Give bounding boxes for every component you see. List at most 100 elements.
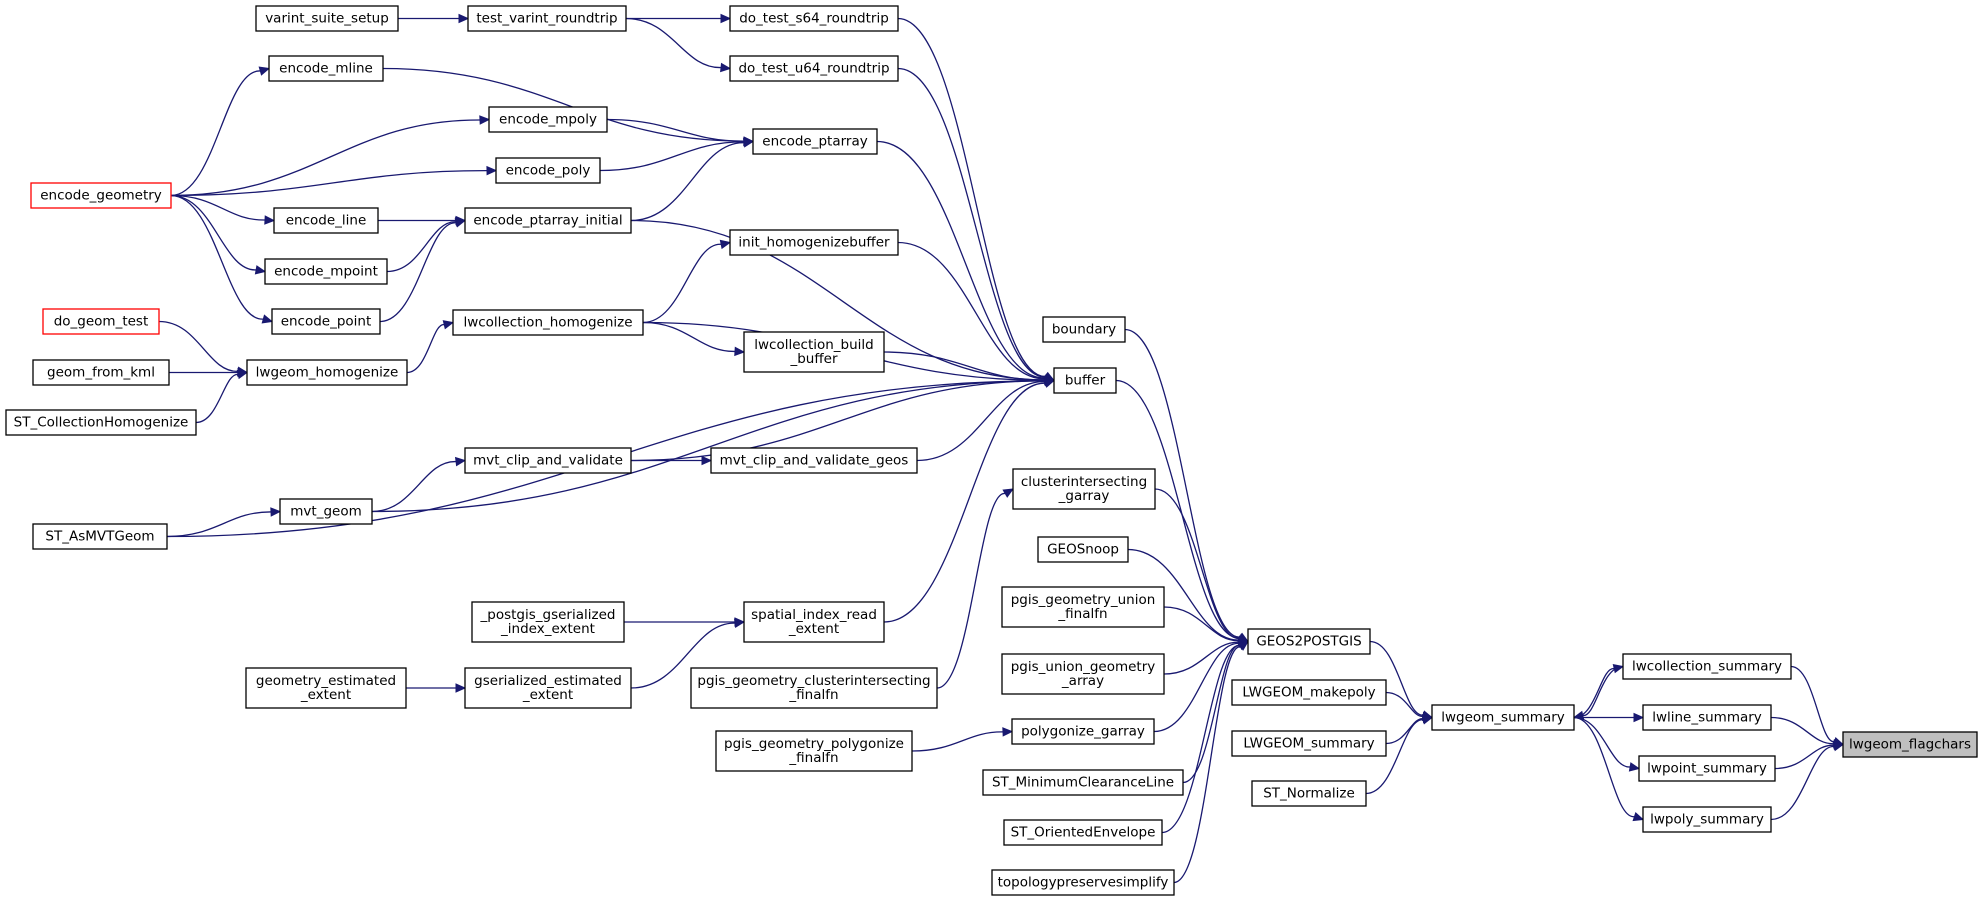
node-box [1247, 628, 1371, 655]
node-lwcollection-build-buffer[interactable]: lwcollection_build_buffer [743, 331, 885, 373]
node-label: init_homogenizebuffer [738, 235, 890, 251]
edge-line [1385, 691, 1424, 718]
node-box [1431, 704, 1575, 731]
edge-line [1790, 665, 1835, 743]
node-mvt-geom[interactable]: mvt_geom [279, 498, 373, 525]
node-label: test_varint_roundtrip [476, 11, 617, 27]
node-test-varint-roundtrip[interactable]: test_varint_roundtrip [467, 5, 627, 32]
edge-do-test-s64-roundtrip-to-buffer [897, 17, 1056, 382]
node-encode-line[interactable]: encode_line [273, 207, 379, 234]
node-encode-ptarray[interactable]: encode_ptarray [752, 128, 878, 155]
arrowhead [258, 66, 271, 76]
node-lwgeom-homogenize[interactable]: lwgeom_homogenize [246, 359, 408, 386]
node-lwgeom-summary[interactable]: LWGEOM_summary [1231, 730, 1387, 757]
node-label: _extent [788, 621, 839, 637]
node-lwgeom-makepoly[interactable]: LWGEOM_makepoly [1231, 679, 1387, 706]
node-label: spatial_index_read [751, 607, 877, 623]
edge-line [630, 380, 1046, 462]
node-pgis-geometry-union-finalfn[interactable]: pgis_geometry_union_finalfn [1001, 586, 1165, 628]
node-encode-mpoly[interactable]: encode_mpoly [488, 106, 608, 133]
node-label: encode_mpoly [499, 112, 597, 128]
node-label: lwgeom_flagchars [1849, 737, 1971, 753]
node-do-test-u64-roundtrip[interactable]: do_test_u64_roundtrip [729, 55, 899, 82]
node--postgis-gserialized-index-extent[interactable]: _postgis_gserialized_index_extent [471, 601, 625, 643]
edge-spatial-index-read-extent-to-buffer [883, 378, 1056, 623]
node-label: _buffer [789, 351, 837, 367]
node-pgis-geometry-clusterintersecting-finalfn[interactable]: pgis_geometry_clusterintersecting_finalf… [690, 667, 938, 709]
node-box [5, 409, 197, 436]
edge-line [386, 221, 457, 273]
node-label: _garray [1058, 488, 1110, 504]
node-pgis-geometry-polygonize-finalfn[interactable]: pgis_geometry_polygonize_finalfn [715, 730, 913, 772]
node-pgis-union-geometry-array[interactable]: pgis_union_geometry_array [1001, 653, 1165, 695]
edge-line [406, 323, 445, 374]
edge-line [1163, 606, 1240, 642]
node-label: _index_extent [500, 621, 595, 637]
node-encode-point[interactable]: encode_point [271, 308, 381, 335]
node-box [690, 667, 938, 709]
node-mvt-clip-and-validate-geos[interactable]: mvt_clip_and_validate_geos [710, 447, 918, 474]
node-label: pgis_geometry_union [1011, 592, 1156, 608]
edge-line [1115, 379, 1240, 639]
node-geosnoop[interactable]: GEOSnoop [1037, 536, 1129, 563]
arrowhead [1002, 727, 1014, 737]
node-clusterintersecting-garray[interactable]: clusterintersecting_garray [1012, 468, 1156, 510]
node-st-asmvtgeom[interactable]: ST_AsMVTGeom [32, 523, 168, 550]
node-lwpoint-summary[interactable]: lwpoint_summary [1638, 755, 1776, 782]
node-gserialized-estimated-extent[interactable]: gserialized_estimated_extent [464, 667, 632, 709]
edge-lwcollection-homogenize-to-init-homogenizebuffer [642, 239, 732, 324]
node-spatial-index-read-extent[interactable]: spatial_index_read_extent [743, 601, 885, 643]
node-encode-poly[interactable]: encode_poly [495, 157, 601, 184]
edge-encode-mpoly-to-encode-ptarray [606, 118, 755, 146]
edge-line [642, 243, 722, 324]
node-box [715, 730, 913, 772]
node-label: _finalfn [788, 750, 838, 766]
node-do-geom-test[interactable]: do_geom_test [42, 308, 160, 335]
node-label: encode_ptarray_initial [473, 213, 622, 229]
node-st-normalize[interactable]: ST_Normalize [1251, 780, 1367, 807]
node-st-minimumclearanceline[interactable]: ST_MinimumClearanceLine [982, 769, 1184, 796]
node-encode-ptarray-initial[interactable]: encode_ptarray_initial [464, 207, 632, 234]
edge-line [630, 142, 745, 222]
node-encode-geometry[interactable]: encode_geometry [30, 182, 172, 209]
node-lwpoly-summary[interactable]: lwpoly_summary [1642, 806, 1772, 833]
node-geom-from-kml[interactable]: geom_from_kml [32, 359, 170, 386]
node-do-test-s64-roundtrip[interactable]: do_test_s64_roundtrip [729, 5, 899, 32]
node-lwline-summary[interactable]: lwline_summary [1642, 704, 1772, 731]
node-st-collectionhomogenize[interactable]: ST_CollectionHomogenize [5, 409, 197, 436]
node-topologypreservesimplify[interactable]: topologypreservesimplify [991, 869, 1175, 896]
node-encode-mpoint[interactable]: encode_mpoint [264, 258, 388, 285]
node-polygonize-garray[interactable]: polygonize_garray [1011, 718, 1155, 745]
edge-line [371, 380, 1046, 513]
edge-line [170, 194, 266, 221]
edge-line [1365, 719, 1424, 795]
node-encode-mline[interactable]: encode_mline [268, 55, 384, 82]
edge-line [1385, 717, 1424, 745]
node-boundary[interactable]: boundary [1042, 316, 1126, 343]
edge-clusterintersecting-garray-to-geos2postgis [1154, 488, 1250, 643]
node-lwcollection-summary[interactable]: lwcollection_summary [1622, 653, 1792, 680]
node-varint-suite-setup[interactable]: varint_suite_setup [255, 5, 399, 32]
node-lwgeom-flagchars[interactable]: lwgeom_flagchars [1842, 731, 1978, 758]
node-box [1642, 704, 1772, 731]
node-lwcollection-homogenize[interactable]: lwcollection_homogenize [452, 309, 644, 336]
node-mvt-clip-and-validate[interactable]: mvt_clip_and_validate [464, 447, 632, 474]
node-label: boundary [1052, 322, 1116, 338]
node-box [32, 359, 170, 386]
node-label: lwgeom_homogenize [256, 365, 399, 381]
arrowhead [455, 683, 467, 693]
edge-varint-suite-setup-to-test-varint-roundtrip [398, 13, 470, 24]
node-label: _extent [522, 687, 573, 703]
edge-line [606, 118, 745, 142]
edge-line [1161, 644, 1241, 834]
node-label: ST_CollectionHomogenize [14, 415, 189, 431]
node-box [1231, 679, 1387, 706]
node-box [1001, 653, 1165, 695]
node-st-orientedenvelope[interactable]: ST_OrientedEnvelope [1003, 819, 1163, 846]
node-init-homogenizebuffer[interactable]: init_homogenizebuffer [729, 229, 899, 256]
node-buffer[interactable]: buffer [1053, 367, 1117, 394]
node-lwgeom-summary[interactable]: lwgeom_summary [1431, 704, 1575, 731]
node-geometry-estimated-extent[interactable]: geometry_estimated_extent [245, 667, 407, 709]
node-label: polygonize_garray [1021, 724, 1145, 740]
node-geos2postgis[interactable]: GEOS2POSTGIS [1247, 628, 1371, 655]
